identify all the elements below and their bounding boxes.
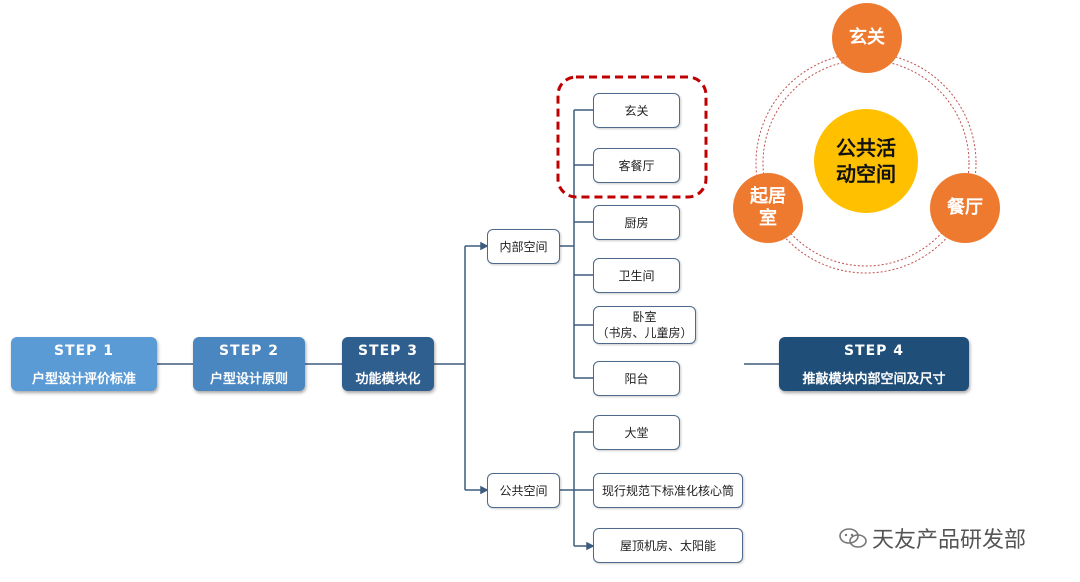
wechat-icon bbox=[839, 528, 867, 548]
step-2-title: STEP 2 bbox=[218, 343, 280, 359]
inner-item-bathroom: 卫生间 bbox=[593, 258, 680, 293]
step-1-title: STEP 1 bbox=[53, 343, 115, 359]
circle-dining: 餐厅 bbox=[930, 173, 1000, 243]
inner-item-bedroom: 卧室 （书房、儿童房） bbox=[593, 306, 696, 344]
public-item-core-tube: 现行规范下标准化核心筒 bbox=[593, 473, 743, 508]
watermark: 天友产品研发部 bbox=[838, 522, 1026, 554]
public-item-lobby: 大堂 bbox=[593, 415, 680, 450]
watermark-text: 天友产品研发部 bbox=[872, 528, 1027, 553]
step-1-box: STEP 1 户型设计评价标准 bbox=[11, 337, 157, 391]
step-2-box: STEP 2 户型设计原则 bbox=[193, 337, 305, 391]
inner-item-kitchen: 厨房 bbox=[593, 205, 680, 240]
step-4-title: STEP 4 bbox=[843, 343, 905, 359]
step-1-subtitle: 户型设计评价标准 bbox=[31, 372, 136, 387]
public-space-node: 公共空间 bbox=[487, 473, 560, 508]
inner-item-balcony: 阳台 bbox=[593, 361, 680, 396]
inner-item-entrance: 玄关 bbox=[593, 93, 680, 128]
step-3-box: STEP 3 功能模块化 bbox=[342, 337, 434, 391]
circle-living-room: 起居 室 bbox=[733, 173, 803, 243]
inner-space-node: 内部空间 bbox=[487, 229, 560, 264]
step-2-subtitle: 户型设计原则 bbox=[209, 372, 288, 387]
step-3-subtitle: 功能模块化 bbox=[355, 372, 421, 387]
public-activity-circle: 公共活 动空间 bbox=[814, 109, 918, 213]
public-item-roof-machine: 屋顶机房、太阳能 bbox=[593, 528, 743, 563]
step-4-subtitle: 推敲模块内部空间及尺寸 bbox=[802, 372, 946, 387]
inner-item-living-dining: 客餐厅 bbox=[593, 148, 680, 183]
step-3-title: STEP 3 bbox=[357, 343, 419, 359]
circle-entrance: 玄关 bbox=[832, 3, 902, 73]
step-4-box: STEP 4 推敲模块内部空间及尺寸 bbox=[779, 337, 969, 391]
